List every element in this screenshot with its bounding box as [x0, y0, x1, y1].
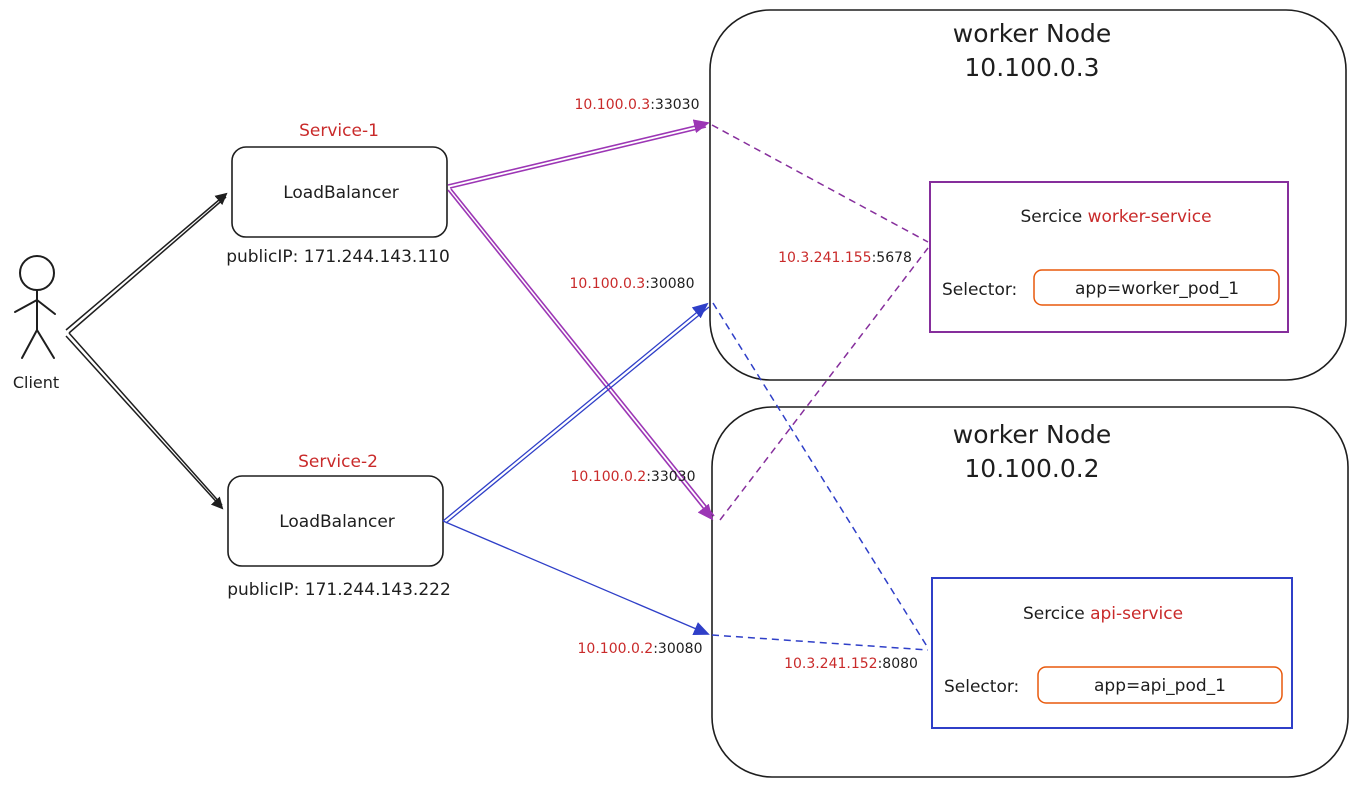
api-selector-label: Selector:: [944, 677, 1019, 697]
api-selector-value: app=api_pod_1: [1094, 676, 1226, 696]
service-2-to-node-2-arrow: [442, 520, 710, 635]
worker-node-box-top: [709, 9, 1347, 381]
service-2-loadbalancer-label: LoadBalancer: [279, 512, 395, 532]
api-service-box: [931, 577, 1293, 729]
client-to-service-2-arrow: [65, 332, 224, 510]
node-bottom-ip: 10.100.0.2: [964, 454, 1099, 483]
port-label-node3-33030: 10.100.0.3:33030: [575, 97, 700, 113]
service-2-name: Service-2: [298, 452, 378, 472]
node-top-ip: 10.100.0.3: [964, 53, 1099, 82]
api-service-title: Sercice api-service: [1023, 604, 1183, 624]
worker-selector-box: [1033, 269, 1280, 306]
worker-selector-value: app=worker_pod_1: [1075, 279, 1239, 299]
worker-selector-label: Selector:: [942, 280, 1017, 300]
client-to-service-1-arrow: [65, 192, 228, 334]
service-1-to-node-3-arrow: [447, 119, 710, 189]
service-1-public-ip: publicIP: 171.244.143.110: [226, 247, 450, 267]
service-1-loadbalancer-box[interactable]: [231, 146, 448, 238]
port-label-node3-30080: 10.100.0.3:30080: [570, 276, 695, 292]
client-label: Client: [13, 373, 59, 392]
service-2-public-ip: publicIP: 171.244.143.222: [227, 580, 451, 600]
worker-service-box: [929, 181, 1289, 333]
worker-node-box-bottom: [711, 406, 1349, 778]
node-3-port-to-worker-service-dashed: [711, 124, 929, 243]
worker-service-cluster-ip-label: 10.3.241.155:5678: [778, 250, 912, 266]
service-2-to-node-3-arrow: [442, 302, 710, 524]
port-label-node2-33030: 10.100.0.2:33030: [571, 469, 696, 485]
port-label-node2-30080: 10.100.0.2:30080: [578, 641, 703, 657]
worker-service-title: Sercice worker-service: [1020, 207, 1211, 227]
service-1-loadbalancer-label: LoadBalancer: [283, 183, 399, 203]
node-2-port-to-api-service-dashed: [711, 634, 929, 651]
node-top-title: worker Node: [953, 19, 1111, 48]
client-stick-figure-icon: [14, 255, 56, 359]
api-service-cluster-ip-label: 10.3.241.152:8080: [784, 656, 918, 672]
api-selector-box: [1037, 666, 1283, 704]
node-bottom-title: worker Node: [953, 420, 1111, 449]
service-1-name: Service-1: [299, 121, 379, 141]
node-2-port-to-worker-service-dashed: [719, 247, 929, 521]
service-1-to-node-2-arrow: [447, 188, 715, 521]
node-3-port-to-api-service-dashed: [712, 302, 929, 649]
